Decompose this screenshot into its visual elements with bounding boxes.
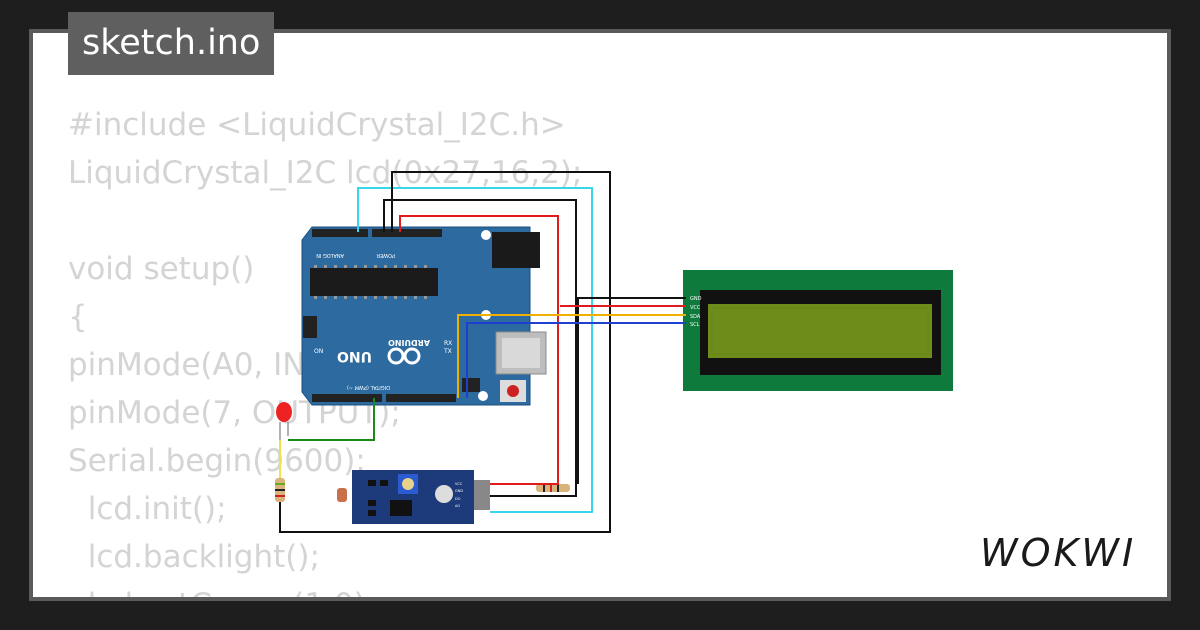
light-sensor-module[interactable]: VCC GND DO AO [352,470,490,524]
preview-card: #include <LiquidCrystal_I2C.h>LiquidCrys… [33,33,1167,597]
sensor-pin-vcc: VCC [455,482,463,486]
code-line: { [68,299,88,335]
resistor-2 [536,484,570,492]
sensor-pin-ao: AO [455,504,460,508]
arduino-model-label: UNO [337,348,372,364]
photoresistor [337,488,347,502]
arduino-digital-label: DIGITAL (PWM ~) [347,384,390,390]
arduino-brand-label: ARDUINO [388,338,430,347]
code-line: lcd.setCursor(1,0); [68,581,582,597]
lcd-16x2-display[interactable]: GND VCC SDA SCL [683,270,953,391]
arduino-on-label: ON [314,348,323,355]
wires [279,171,686,533]
code-line: lcd.backlight(); [68,539,320,575]
code-line: Serial.begin(9600); [68,443,366,479]
file-tab[interactable]: sketch.ino [68,12,275,75]
sensor-pin-gnd: GND [455,489,463,493]
code-line: void setup() [68,251,255,287]
arduino-analog-label: ANALOG IN [316,252,344,258]
lcd-pin-sda: SDA [690,314,701,320]
resistor [275,440,285,502]
lcd-pin-gnd: GND [690,296,702,302]
sensor-pin-do: DO [455,497,461,501]
wokwi-logo: WOKWI [980,531,1136,574]
red-led[interactable] [276,402,292,440]
code-line: lcd.init(); [68,491,227,527]
arduino-rx-label: RX [444,340,452,347]
wokwi-logo-text: WOKWI [980,531,1136,574]
code-line: #include <LiquidCrystal_I2C.h> [68,107,566,143]
arduino-uno-board[interactable]: ARDUINO UNO ON TX RX POWER ANALOG IN DIG… [301,226,547,406]
arduino-power-label: POWER [376,252,395,258]
lcd-pin-vcc: VCC [690,305,701,311]
arduino-tx-label: TX [443,348,452,355]
lcd-pin-scl: SCL [690,322,700,328]
